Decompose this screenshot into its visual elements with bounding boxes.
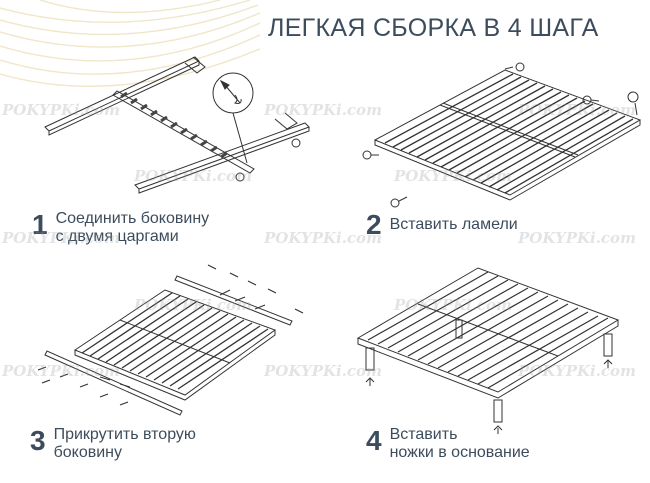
- step-number: 2: [366, 209, 382, 240]
- step-2: 2 Вставить ламели: [366, 210, 518, 239]
- step-text: Прикрутить вторую боковину: [53, 426, 196, 461]
- step-4: 4 Вставить ножки в основание: [366, 426, 530, 462]
- step3-illustration: [37, 264, 304, 416]
- step4-illustration: [356, 267, 620, 434]
- watermark: POKYPKi.com: [264, 229, 382, 247]
- step-3: 3 Прикрутить вторую боковину: [30, 426, 196, 462]
- watermark: POKYPKi.com: [518, 229, 636, 247]
- page-title: ЛЕГКАЯ СБОРКА В 4 ШАГА: [268, 14, 599, 42]
- step-text: Соединить боковину с двумя царгами: [55, 210, 210, 245]
- step2-illustration: [362, 62, 642, 208]
- step-1: 1 Соединить боковину с двумя царгами: [32, 210, 209, 246]
- decorative-arcs: [0, 0, 260, 87]
- step-number: 4: [366, 425, 382, 456]
- step-number: 1: [32, 209, 48, 240]
- step-number: 3: [30, 425, 46, 456]
- step-text: Вставить ножки в основание: [389, 426, 530, 461]
- step-text: Вставить ламели: [389, 216, 518, 233]
- step1-illustration: [44, 56, 310, 194]
